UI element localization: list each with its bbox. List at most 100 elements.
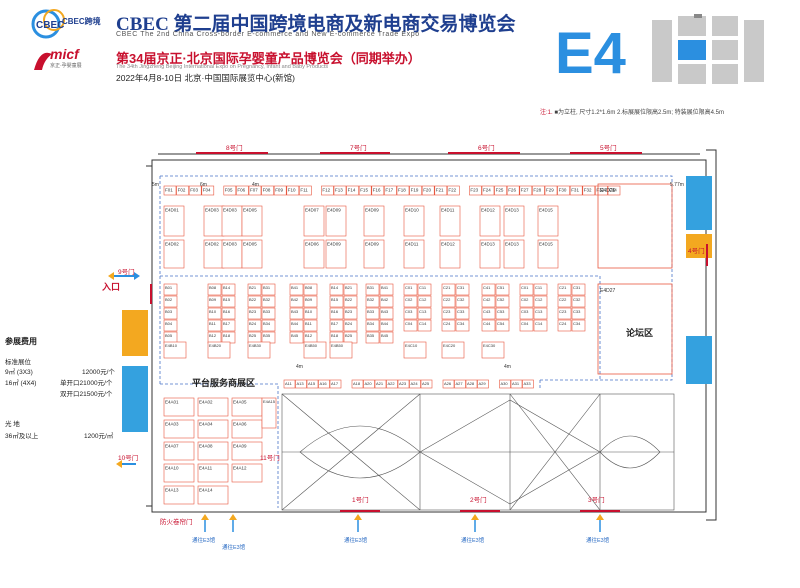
booth-bc-12-3-label: C14 — [419, 321, 427, 326]
booth-e4a07 — [163, 441, 195, 461]
booth-bc-14-0 — [455, 283, 470, 296]
booth-special-5 — [403, 341, 427, 359]
booth-a23 — [397, 379, 410, 389]
restroom-block-left-blue — [122, 366, 148, 432]
booth-bc-12-2 — [417, 307, 432, 320]
booth-bc-9-0 — [365, 283, 380, 296]
booth-a27 — [454, 379, 466, 389]
booth-e4a06 — [231, 419, 263, 439]
booth-bc-15-1 — [481, 295, 496, 308]
booth-bc-0-2-label: B03 — [165, 309, 173, 314]
booth-mid-0-label: E4D02 — [165, 242, 179, 247]
booth-bc-10-0-label: B41 — [381, 285, 389, 290]
booth-a26-label: A26 — [444, 381, 452, 386]
booth-special-5-label: E4C10 — [405, 343, 418, 348]
booth-e4a03 — [163, 419, 195, 439]
booth-f16-label: F16 — [373, 188, 381, 193]
booth-bc-9-0-label: B31 — [367, 285, 375, 290]
booth-e4d27-label: E4D27 — [600, 288, 616, 294]
booth-bc-8-0-label: B21 — [345, 285, 353, 290]
booth-a30-label: A30 — [501, 381, 509, 386]
booth-mid-6-label: E4D09 — [365, 242, 379, 247]
booth-top-0-label: E4D01 — [165, 208, 179, 213]
booth-f27 — [519, 185, 533, 196]
booth-f31-label: F31 — [571, 188, 579, 193]
booth-bc-20-3 — [571, 319, 586, 332]
booth-f06-label: F06 — [237, 188, 245, 193]
booth-bc-19-1-label: C22 — [559, 297, 567, 302]
booth-bc-15-3 — [481, 319, 496, 332]
booth-special-4 — [329, 341, 353, 359]
tunnel-label-5: 通往E3馆 — [586, 538, 610, 544]
secondary-title: 第34届京正·北京国际孕婴童产品博览会（同期举办） — [116, 51, 421, 66]
booth-f30-label: F30 — [559, 188, 567, 193]
booth-bc-11-3-label: C04 — [405, 321, 413, 326]
booth-a15 — [306, 379, 319, 389]
door10-arrow-icon — [116, 460, 136, 468]
booth-f28 — [532, 185, 545, 196]
booth-bc-7-3-label: B17 — [331, 321, 339, 326]
booth-bc-8-0 — [343, 283, 358, 296]
booth-bc-17-3-label: C04 — [521, 321, 529, 326]
booth-bc-5-2 — [289, 307, 304, 320]
booth-bc-17-0-label: C01 — [521, 285, 529, 290]
tunnel-label-4: 通往E3馆 — [461, 538, 485, 544]
page-subtitle: CBEC The 2nd China Cross-border E-commer… — [116, 31, 420, 38]
booth-f12-label: F12 — [322, 188, 330, 193]
booth-a20-label: A20 — [365, 381, 373, 386]
booth-mid-10-label: E4D13 — [505, 242, 519, 247]
booth-f28-label: F28 — [533, 188, 541, 193]
booth-top-6 — [363, 205, 385, 237]
booth-f22-label: F22 — [448, 188, 456, 193]
door-9-label: 9号门 — [118, 269, 135, 276]
tunnel-label-3: 通往E3馆 — [344, 538, 368, 544]
booth-bc-2-2-label: B16 — [223, 309, 231, 314]
booth-a30 — [499, 379, 511, 389]
restroom-block-left-orange — [122, 310, 148, 356]
booth-bc-10-3-label: B44 — [381, 321, 389, 326]
booth-bc-13-3-label: C24 — [443, 321, 451, 326]
pricing-9sqm-label: 9㎡ (3X3) — [5, 369, 33, 376]
booth-special-1 — [207, 341, 231, 359]
dim-label-top-left: 5m — [152, 182, 159, 188]
booth-bc-1-1-label: B09 — [209, 297, 217, 302]
note-prefix: 注:1. — [540, 110, 555, 116]
tunnel-arrows-icon — [204, 518, 601, 532]
booth-f15 — [358, 185, 372, 196]
hall-code: E4 — [555, 21, 626, 86]
booth-f10-label: F10 — [288, 188, 296, 193]
booth-bc-18-3 — [533, 319, 548, 332]
booth-f31 — [569, 185, 583, 196]
booth-mid-8 — [439, 239, 461, 269]
booth-bc-8-1-label: B22 — [345, 297, 353, 302]
booth-bc-3-4-label: B25 — [249, 333, 257, 338]
booth-bc-2-1 — [221, 295, 236, 308]
booth-bc-8-2 — [343, 307, 358, 320]
booth-bc-11-0-label: C01 — [405, 285, 413, 290]
booth-bc-6-1-label: B09 — [305, 297, 313, 302]
booth-a24-label: A24 — [411, 381, 419, 386]
booth-a25-label: A25 — [422, 381, 430, 386]
booth-bc-9-2 — [365, 307, 380, 320]
booth-e4a13-label: E4A13 — [165, 488, 179, 493]
booth-e4a13 — [163, 485, 195, 505]
door-markers — [150, 152, 708, 512]
booth-bc-11-3 — [403, 319, 418, 332]
booth-special-0 — [163, 341, 187, 359]
booth-bc-17-1-label: C02 — [521, 297, 529, 302]
booth-bc-19-3 — [557, 319, 572, 332]
booth-f29 — [544, 185, 558, 196]
booth-bc-17-0 — [519, 283, 534, 296]
booth-bc-5-2-label: B43 — [291, 309, 299, 314]
booth-bc-4-1-label: B32 — [263, 297, 271, 302]
booth-f24-label: F24 — [483, 188, 491, 193]
booth-f20 — [421, 185, 435, 196]
booth-top-2-label: E4D03 — [223, 208, 237, 213]
booth-f07 — [248, 185, 262, 196]
booth-e4a09 — [231, 441, 263, 461]
booth-bc-7-1 — [329, 295, 344, 308]
booth-bc-3-0-label: B21 — [249, 285, 257, 290]
booth-bc-5-4-label: B45 — [291, 333, 299, 338]
booth-top-8 — [439, 205, 461, 237]
